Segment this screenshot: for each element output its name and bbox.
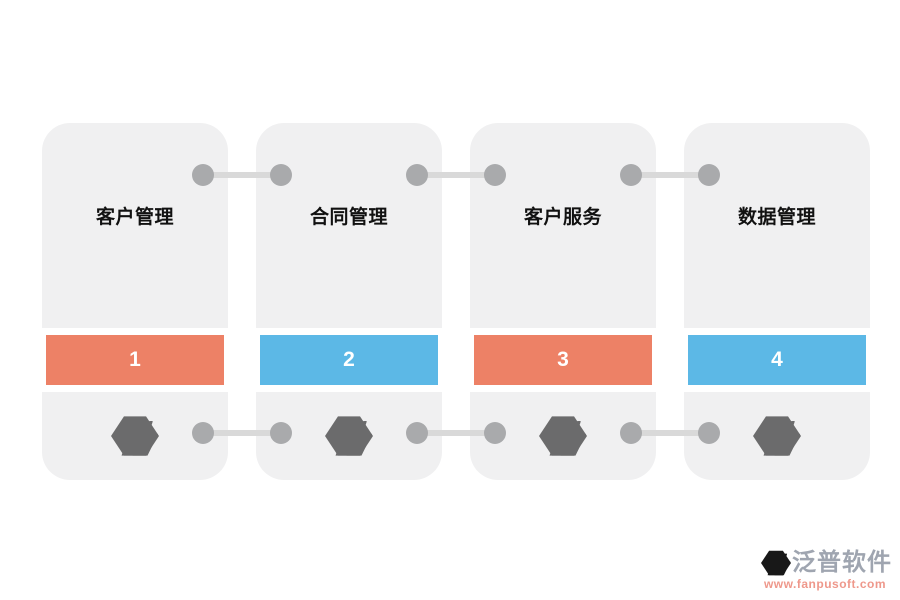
step-number: 1 — [129, 348, 141, 371]
connector-dot-right — [484, 164, 506, 186]
step-banner: 2 — [260, 335, 438, 385]
card-title-panel: 客户服务 — [470, 123, 656, 328]
process-card-2: 合同管理 2 — [256, 123, 442, 480]
card-title: 合同管理 — [309, 207, 388, 228]
connector-dot-right — [698, 164, 720, 186]
card-title: 客户服务 — [523, 207, 602, 228]
connector-dot-left — [192, 422, 214, 444]
connector-line — [203, 430, 281, 436]
fanpu-watermark-icon — [325, 416, 373, 456]
connector-dot-right — [698, 422, 720, 444]
step-banner: 1 — [46, 335, 224, 385]
step-number: 2 — [343, 348, 355, 371]
connector-dot-right — [484, 422, 506, 444]
card-title-panel: 数据管理 — [684, 123, 870, 328]
connector-dot-right — [270, 164, 292, 186]
brand-name: 泛普软件 — [792, 549, 892, 576]
fanpu-watermark-icon — [111, 416, 159, 456]
connector-dot-left — [192, 164, 214, 186]
connector-line — [203, 172, 281, 178]
step-banner: 4 — [688, 335, 866, 385]
card-title: 数据管理 — [737, 207, 816, 228]
step-number: 4 — [771, 348, 783, 371]
fanpu-watermark-icon — [539, 416, 587, 456]
process-card-4: 数据管理 4 — [684, 123, 870, 480]
card-title-panel: 客户管理 — [42, 123, 228, 328]
footer-brand: 泛普软件 www.fanpusoft.com — [758, 548, 892, 591]
step-banner: 3 — [474, 335, 652, 385]
connector-bottom-3 — [620, 422, 720, 444]
card-row: 客户管理 1 合同管理 2 客户服务 3 — [42, 123, 870, 480]
connector-bottom-1 — [192, 422, 292, 444]
fanpu-watermark-icon — [753, 416, 801, 456]
connector-line — [417, 430, 495, 436]
step-number: 3 — [557, 348, 569, 371]
connector-line — [631, 172, 709, 178]
fanpu-logo-icon — [761, 550, 791, 576]
connector-bottom-2 — [406, 422, 506, 444]
process-card-1: 客户管理 1 — [42, 123, 228, 480]
brand-url: www.fanpusoft.com — [763, 577, 887, 591]
card-title: 客户管理 — [95, 207, 174, 228]
connector-dot-left — [620, 422, 642, 444]
brand-row: 泛普软件 — [758, 548, 892, 578]
connector-line — [417, 172, 495, 178]
connector-dot-right — [270, 422, 292, 444]
connector-dot-left — [406, 422, 428, 444]
connector-top-3 — [620, 164, 720, 186]
connector-dot-left — [620, 164, 642, 186]
connector-dot-left — [406, 164, 428, 186]
card-title-panel: 合同管理 — [256, 123, 442, 328]
connector-line — [631, 430, 709, 436]
connector-top-2 — [406, 164, 506, 186]
connector-top-1 — [192, 164, 292, 186]
